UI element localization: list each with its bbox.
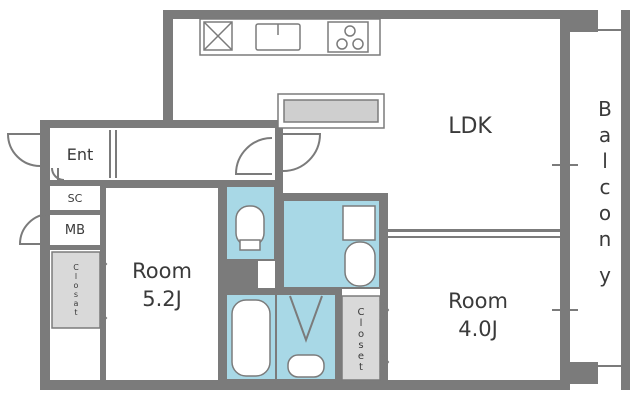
toilet-room [225, 185, 276, 261]
closet-right-label: C l o s e t [358, 307, 365, 373]
room-5-2-size: 5.2J [142, 287, 182, 311]
closet-left-label: C l o s a t [73, 263, 79, 317]
entrance-label: Ent [67, 145, 94, 164]
interior-walls [50, 120, 560, 388]
room-5-2-name: Room [132, 259, 192, 283]
closet-letter: a [74, 299, 79, 308]
balcony-letter: y [599, 263, 611, 287]
corridor-doors [109, 130, 332, 199]
washroom [282, 199, 381, 289]
balcony-letter: o [599, 201, 611, 225]
bathroom [225, 293, 337, 381]
closet-letter: s [358, 340, 363, 351]
balcony-letter: l [602, 149, 608, 173]
closet-letter: o [74, 281, 79, 290]
room-4-0-size: 4.0J [458, 317, 498, 341]
closet-letter: l [360, 318, 363, 329]
balcony-letter: a [599, 123, 611, 147]
balcony-letter: n [599, 227, 612, 251]
closet-letter: t [359, 362, 363, 373]
closet-left [51, 251, 108, 329]
shoe-closet-label: SC [68, 192, 83, 205]
closet-letter: l [75, 272, 77, 281]
room-4-0-name: Room [448, 289, 508, 313]
balcony-letter: B [598, 97, 612, 121]
kitchen-counter [199, 18, 381, 56]
balcony-label: B a l c o n y [598, 97, 612, 287]
ldk-label: LDK [448, 114, 492, 139]
closet-letter: C [358, 307, 365, 318]
entrance-door [6, 133, 65, 181]
balcony-letter: c [600, 175, 611, 199]
closet-letter: s [74, 290, 78, 299]
closet-right [341, 295, 390, 381]
closet-letter: C [73, 263, 79, 272]
peninsula-counter [277, 93, 385, 129]
balcony-windows [552, 60, 578, 362]
meter-box-label: MB [65, 223, 85, 238]
mb-door [18, 213, 51, 245]
closet-letter: o [358, 329, 364, 340]
closet-letter: e [358, 351, 364, 362]
closet-letter: t [74, 308, 77, 317]
